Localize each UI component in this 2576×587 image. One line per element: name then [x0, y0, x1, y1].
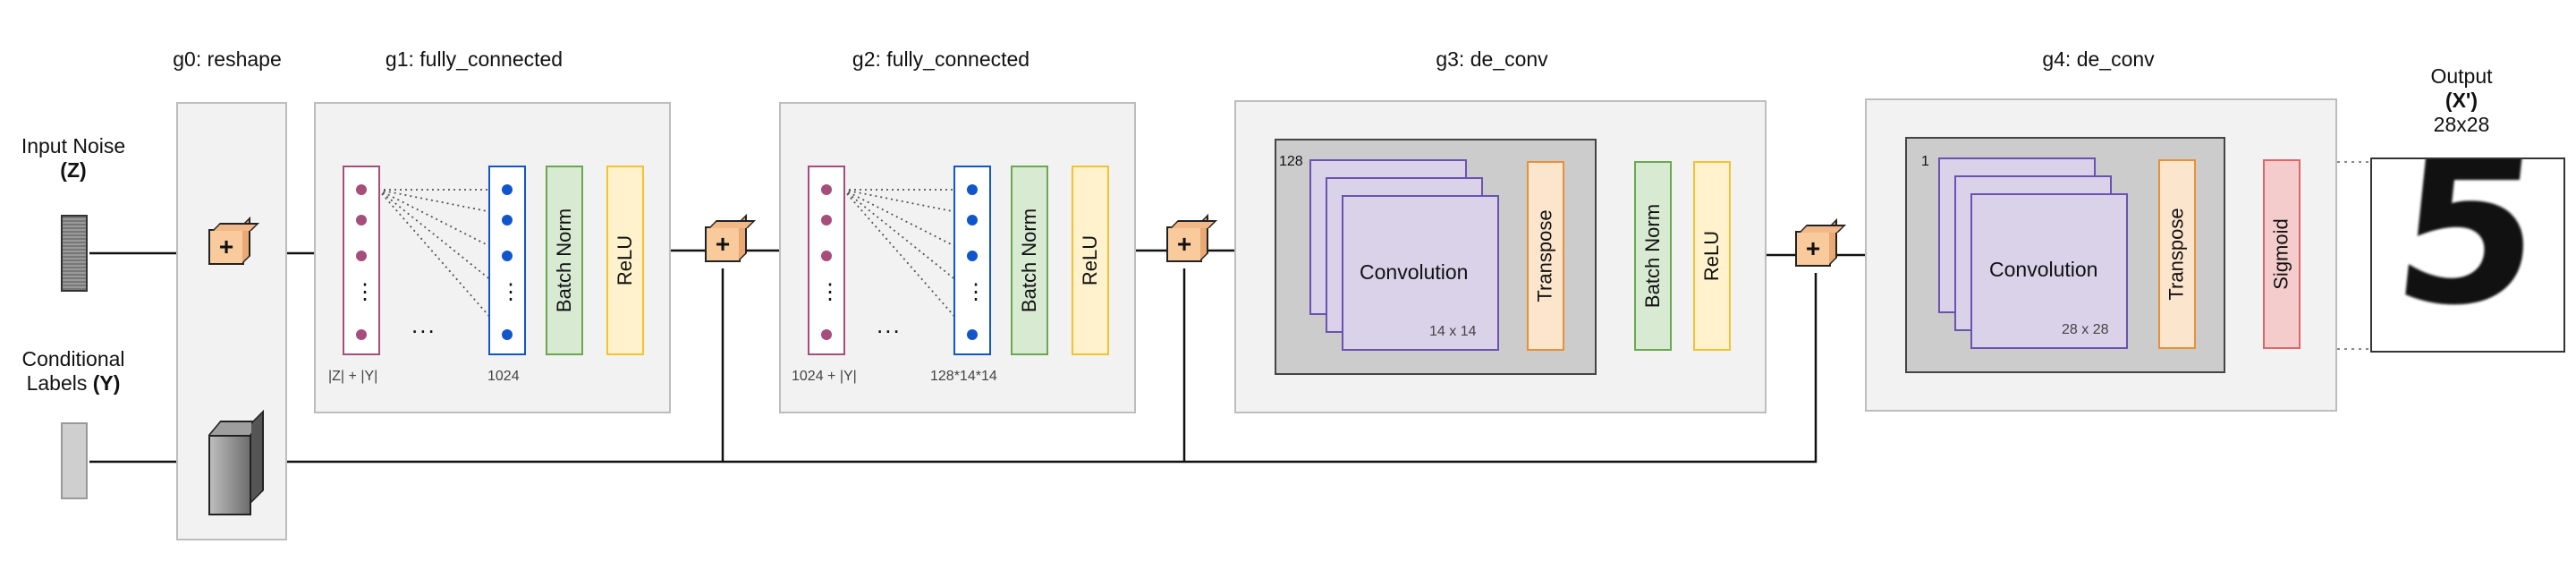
- labels-bus-line: [253, 273, 1818, 464]
- g4-conv-label: Convolution: [1989, 258, 2098, 281]
- neuron-dot: [502, 184, 513, 195]
- g4-transpose: Transpose: [2158, 159, 2196, 349]
- output-size: 28x28: [2433, 113, 2490, 136]
- neuron-dot: [821, 184, 832, 195]
- input-labels-label: Conditional Labels (Y): [21, 347, 124, 396]
- neuron-dot: [356, 184, 367, 195]
- g2-batch-norm: Batch Norm: [1011, 166, 1048, 355]
- g2-ellipsis: ...: [877, 311, 902, 338]
- output-text: Output: [2430, 64, 2493, 88]
- generated-digit: 5: [2383, 157, 2553, 351]
- g2-in-size: 1024 + |Y|: [792, 369, 857, 384]
- plus-node-3: +: [1795, 231, 1831, 267]
- g3-batch-norm: Batch Norm: [1634, 161, 1672, 351]
- relu-label: ReLU: [1079, 234, 1101, 286]
- output-image: 5: [2370, 157, 2565, 353]
- g4-title: g4: de_conv: [2042, 47, 2155, 71]
- input-labels-text: Conditional: [21, 347, 125, 370]
- g4-sigmoid: Sigmoid: [2263, 159, 2301, 349]
- g1-ellipsis: ...: [411, 311, 436, 338]
- g1-title: g1: fully_connected: [385, 47, 564, 71]
- g2-out-size: 128*14*14: [930, 369, 997, 384]
- plus-sign: +: [715, 230, 731, 258]
- batch-norm-label: Batch Norm: [1641, 203, 1664, 309]
- g4-conv-filter-front: [1970, 193, 2128, 349]
- g3-size: 14 x 14: [1429, 324, 1477, 339]
- g1-input-vdots: ⋮: [354, 280, 376, 304]
- batch-norm-label: Batch Norm: [1018, 208, 1040, 313]
- g2-input-layer: [808, 166, 845, 355]
- input-labels-line2: Labels (Y): [21, 371, 124, 396]
- g2-output-vdots: ⋮: [965, 280, 987, 304]
- neuron-dot: [356, 251, 367, 261]
- g3-title: g3: de_conv: [1436, 47, 1548, 71]
- output-label: Output (X') 28x28: [2430, 64, 2492, 137]
- input-noise-text: Input Noise: [21, 134, 126, 157]
- g1-output-vdots: ⋮: [500, 280, 521, 304]
- g2-relu: ReLU: [1072, 166, 1109, 355]
- noise-vector: [61, 215, 88, 292]
- g2-input-vdots: ⋮: [819, 280, 841, 304]
- neuron-dot: [502, 215, 513, 225]
- g1-batch-norm: Batch Norm: [546, 166, 583, 355]
- g2-title: g2: fully_connected: [852, 47, 1030, 71]
- input-labels-symbol: (Y): [92, 371, 121, 395]
- plus-sign: +: [1176, 230, 1192, 258]
- neuron-dot: [967, 251, 978, 261]
- plus-node-0: +: [208, 229, 244, 265]
- relu-label: ReLU: [1700, 230, 1723, 282]
- g3-relu: ReLU: [1693, 161, 1731, 351]
- plus-sign: +: [218, 233, 234, 260]
- g3-transpose: Transpose: [1527, 161, 1564, 351]
- neuron-dot: [356, 329, 367, 340]
- plus-node-2: +: [1166, 226, 1202, 262]
- transpose-label: Transpose: [2165, 208, 2188, 301]
- input-labels-text2: Labels: [26, 371, 88, 395]
- g3-channels: 128: [1279, 154, 1303, 169]
- g4-channels: 1: [1921, 154, 1929, 169]
- g4-size: 28 x 28: [2062, 322, 2109, 337]
- neuron-dot: [821, 215, 832, 225]
- neuron-dot: [502, 251, 513, 261]
- labels-vector: [61, 422, 88, 499]
- neuron-dot: [967, 215, 978, 225]
- g1-out-size: 1024: [487, 369, 520, 384]
- plus-sign: +: [1805, 234, 1821, 262]
- neuron-dot: [821, 251, 832, 261]
- neuron-dot: [967, 184, 978, 195]
- output-symbol: (X'): [2445, 89, 2479, 112]
- neuron-dot: [502, 329, 513, 340]
- g0-title: g0: reshape: [173, 47, 282, 71]
- sigmoid-label: Sigmoid: [2270, 218, 2293, 290]
- input-noise-label: Input Noise (Z): [21, 134, 125, 183]
- plus-node-1: +: [705, 226, 741, 262]
- input-noise-symbol: (Z): [60, 158, 87, 182]
- g1-in-size: |Z| + |Y|: [328, 369, 378, 384]
- g3-conv-filter-front: [1342, 195, 1499, 351]
- transpose-label: Transpose: [1534, 209, 1556, 302]
- reshape-block: [208, 435, 251, 515]
- neuron-dot: [967, 329, 978, 340]
- g3-conv-label: Convolution: [1360, 260, 1469, 284]
- neuron-dot: [356, 215, 367, 225]
- g1-relu: ReLU: [606, 166, 644, 355]
- neuron-dot: [821, 329, 832, 340]
